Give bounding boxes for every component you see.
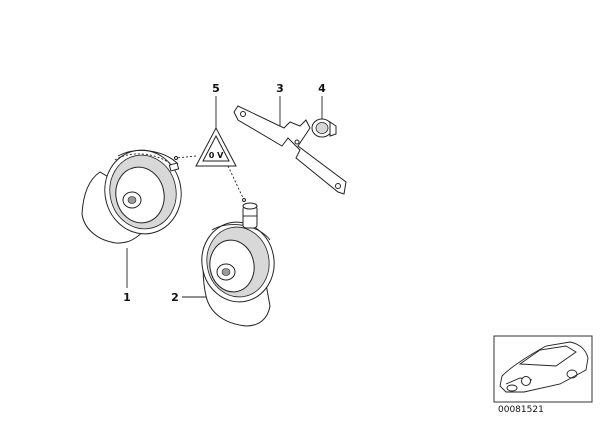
nut-4[interactable]: [311, 118, 337, 138]
callout-4[interactable]: 4: [318, 82, 326, 95]
callout-3[interactable]: 3: [276, 82, 284, 95]
car-thumbnail[interactable]: 00081521: [493, 335, 593, 415]
bracket-3[interactable]: [233, 105, 347, 195]
callout-5[interactable]: 5: [212, 82, 220, 95]
horn-1[interactable]: [81, 143, 189, 244]
car-thumbnail-icon: [499, 341, 589, 393]
thumbnail-ref-number: 00081521: [498, 405, 544, 415]
leader-lines: [126, 96, 323, 298]
warning-label-5[interactable]: 0 V: [195, 126, 237, 167]
callout-2[interactable]: 2: [171, 291, 179, 304]
label-sticker-text: 0 V: [209, 151, 224, 160]
horn-2[interactable]: [196, 202, 281, 327]
callout-1[interactable]: 1: [123, 291, 131, 304]
